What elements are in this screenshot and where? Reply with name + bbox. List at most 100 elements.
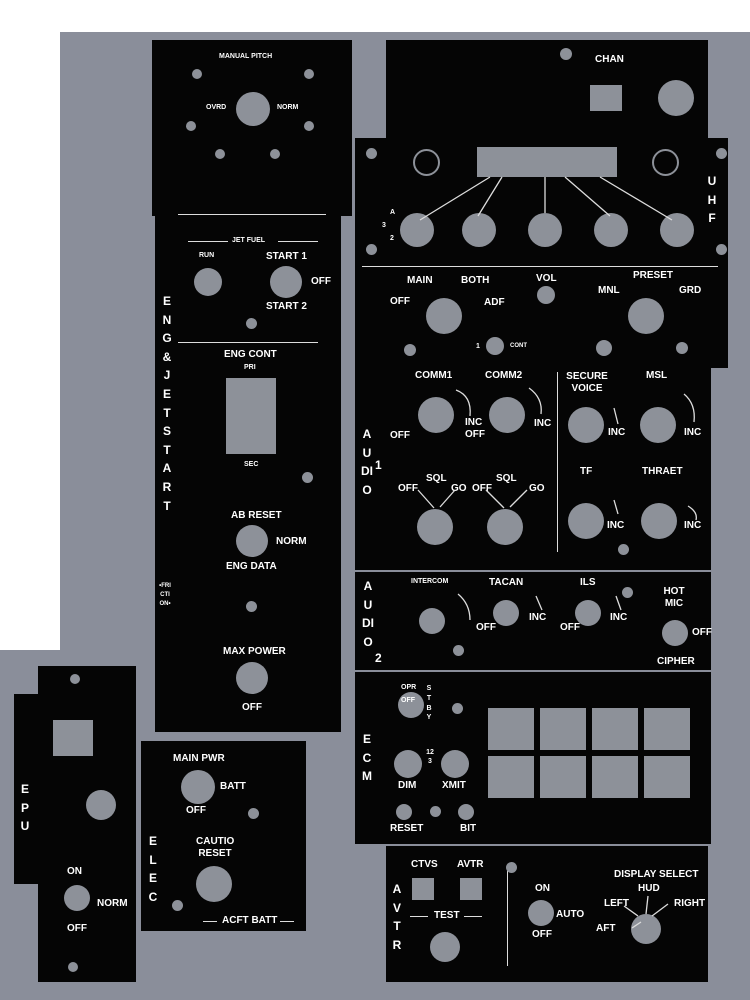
inc-label: INC <box>608 427 626 438</box>
audio1-num: 1 <box>375 458 382 472</box>
ecm-button-1[interactable] <box>488 708 534 750</box>
ab-reset-label: AB RESET <box>231 510 282 521</box>
screw <box>172 900 183 911</box>
auto-label: AUTO <box>556 909 585 920</box>
avtr-test-knob[interactable] <box>430 932 460 962</box>
inc-label: INC <box>607 520 625 531</box>
thraet-knob[interactable] <box>641 503 677 539</box>
uhf-function-knob[interactable] <box>426 298 462 334</box>
comm1-label: COMM1 <box>415 370 453 381</box>
max-power-label: MAX POWER <box>223 646 286 657</box>
ecm-button-6[interactable] <box>540 756 586 798</box>
ctvs-button[interactable] <box>412 878 434 900</box>
reset-button[interactable] <box>396 804 412 820</box>
tacan-knob[interactable] <box>493 600 519 626</box>
off-label: OFF <box>401 697 415 704</box>
run-knob[interactable] <box>194 268 222 296</box>
screw <box>70 674 80 684</box>
eng-data-label: ENG DATA <box>226 561 277 572</box>
ecm-button-5[interactable] <box>488 756 534 798</box>
thraet-label: THRAET <box>642 466 683 477</box>
screw <box>215 149 225 159</box>
friction-label: •FRICTION• <box>159 583 171 607</box>
mnl-label: MNL <box>598 285 620 296</box>
ecm-button-8[interactable] <box>644 756 690 798</box>
sql1-knob[interactable] <box>417 509 453 545</box>
opr-label: OPR <box>401 684 417 691</box>
screw <box>716 244 727 255</box>
ovrd-label: OVRD <box>206 104 227 111</box>
dim-knob[interactable] <box>394 750 422 778</box>
manual-pitch-title: MANUAL PITCH <box>219 53 273 60</box>
max-power-knob[interactable] <box>236 662 268 694</box>
chan-knob[interactable] <box>658 80 694 116</box>
inc-label: INC <box>465 417 483 428</box>
off-label: OFF <box>242 702 262 713</box>
uhf-side-label: UHF <box>707 174 717 226</box>
divider-uhf-lower <box>362 266 718 267</box>
hot-mic-knob[interactable] <box>662 620 688 646</box>
uhf-cont-knob[interactable] <box>486 337 504 355</box>
screw <box>304 121 314 131</box>
eng-cont-switch[interactable] <box>226 378 276 454</box>
test-label: TEST <box>434 910 460 921</box>
xmit-knob[interactable] <box>441 750 469 778</box>
secure-voice-knob[interactable] <box>568 407 604 443</box>
msl-knob[interactable] <box>640 407 676 443</box>
uhf-digit-knob-1[interactable] <box>400 213 434 247</box>
screw <box>618 544 629 555</box>
ecm-mode-knob[interactable] <box>398 692 424 718</box>
avtr-label: AVTR <box>457 859 484 870</box>
epu-panel-top <box>38 666 136 696</box>
right-label: RIGHT <box>674 898 706 909</box>
intercom-knob[interactable] <box>419 608 445 634</box>
uhf-digit-knob-4[interactable] <box>594 213 628 247</box>
avtr-button[interactable] <box>460 878 482 900</box>
comm1-knob[interactable] <box>418 397 454 433</box>
epu-switch-knob[interactable] <box>86 790 116 820</box>
avtr-mode-knob[interactable] <box>528 900 554 926</box>
caution-reset-button[interactable] <box>196 866 232 902</box>
tf-knob[interactable] <box>568 503 604 539</box>
screw <box>404 344 416 356</box>
uhf-digit-knob-5[interactable] <box>660 213 694 247</box>
start1-label: START 1 <box>266 251 307 262</box>
ecm-button-7[interactable] <box>592 756 638 798</box>
sql-label: SQL <box>426 473 447 484</box>
uhf-digit-knob-3[interactable] <box>528 213 562 247</box>
screw <box>304 69 314 79</box>
display-select-knob[interactable] <box>631 914 661 944</box>
comm2-knob[interactable] <box>489 397 525 433</box>
avtr-side-label: AVTR <box>392 882 402 952</box>
off-label: OFF <box>390 430 410 441</box>
epu-norm-knob[interactable] <box>64 885 90 911</box>
uhf-vol-knob[interactable] <box>537 286 555 304</box>
jet-fuel-switch[interactable] <box>270 266 302 298</box>
ab-reset-knob[interactable] <box>236 525 268 557</box>
bit-button[interactable] <box>458 804 474 820</box>
jet-fuel-line-left <box>188 241 228 242</box>
reset-label: RESET <box>390 823 424 834</box>
ecm-button-2[interactable] <box>540 708 586 750</box>
uhf-one-label: 1 <box>476 343 480 350</box>
ecm-button-3[interactable] <box>592 708 638 750</box>
screw <box>248 808 259 819</box>
manual-pitch-knob[interactable] <box>236 92 270 126</box>
dim-label: DIM <box>398 780 417 791</box>
ctvs-label: CTVS <box>411 859 438 870</box>
chan-window <box>590 85 622 111</box>
vol-label: VOL <box>536 273 557 284</box>
sql2-knob[interactable] <box>487 509 523 545</box>
ils-knob[interactable] <box>575 600 601 626</box>
go-label: GO <box>529 483 545 494</box>
ils-label: ILS <box>580 577 596 588</box>
uhf-mode-knob[interactable] <box>628 298 664 334</box>
uhf-digit-knob-2[interactable] <box>462 213 496 247</box>
ecm-button-4[interactable] <box>644 708 690 750</box>
start2-label: START 2 <box>266 301 307 312</box>
main-label: MAIN <box>407 275 433 286</box>
left-label: LEFT <box>604 898 629 909</box>
main-pwr-knob[interactable] <box>181 770 215 804</box>
screw <box>560 48 572 60</box>
screw <box>452 703 463 714</box>
